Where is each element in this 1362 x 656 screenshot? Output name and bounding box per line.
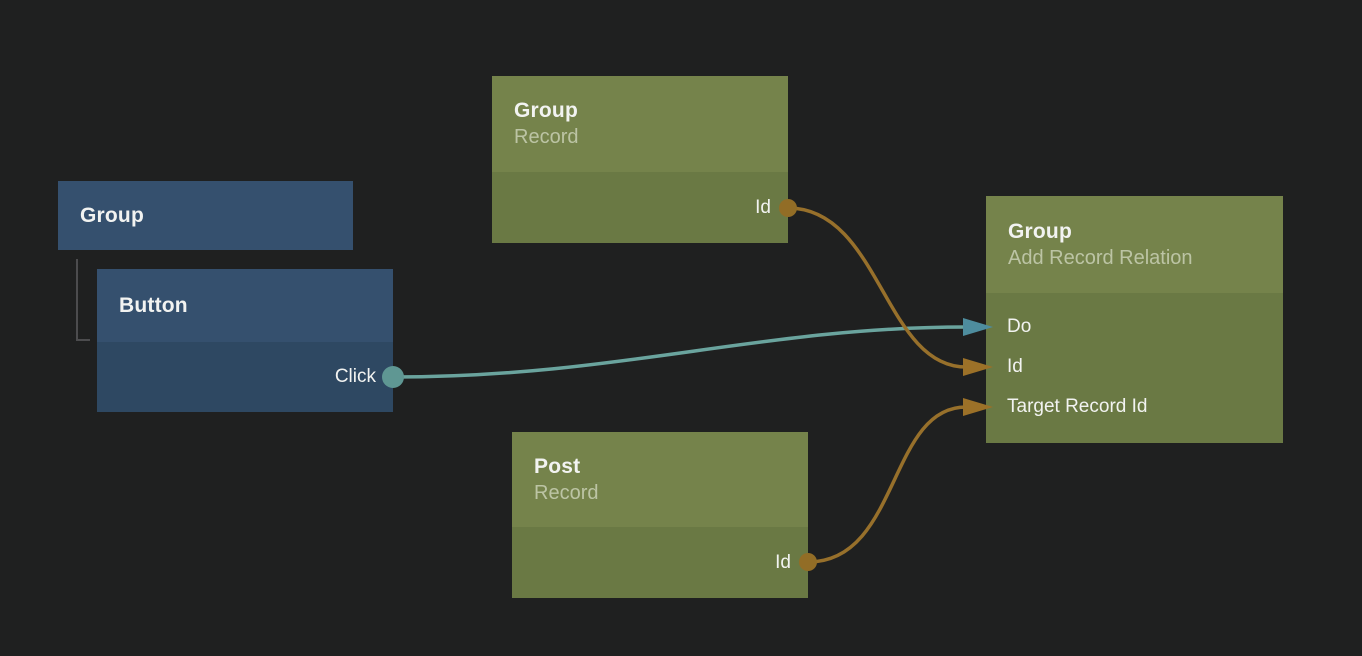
- node-group-visual[interactable]: Group: [58, 181, 353, 250]
- node-title: Group: [80, 204, 144, 227]
- wire-post-record-id-to-target-record-id[interactable]: [807, 405, 967, 564]
- input-port-row-do[interactable]: Do: [986, 307, 1283, 347]
- node-subtitle: Record: [534, 481, 599, 504]
- node-group-record[interactable]: Group Record Id: [492, 76, 788, 243]
- node-header: Group Record: [492, 76, 788, 172]
- node-post-record[interactable]: Post Record Id: [512, 432, 808, 598]
- port-label-id: Id: [1007, 356, 1023, 377]
- node-button[interactable]: Button Click: [97, 269, 393, 412]
- output-port-row-id[interactable]: Id: [492, 188, 788, 228]
- node-header: Button: [97, 269, 393, 342]
- node-header: Group Add Record Relation: [986, 196, 1283, 293]
- wire-group-record-id-to-id[interactable]: [787, 206, 967, 369]
- input-port-row-target-record-id[interactable]: Target Record Id: [986, 387, 1283, 427]
- node-title: Group: [1008, 219, 1072, 243]
- output-port-row-click[interactable]: Click: [97, 357, 393, 397]
- output-port-row-id[interactable]: Id: [512, 543, 808, 583]
- node-title: Post: [534, 454, 581, 478]
- node-header: Post Record: [512, 432, 808, 527]
- port-label-click: Click: [334, 366, 376, 387]
- node-title: Group: [514, 99, 578, 122]
- wire-button-click-to-do[interactable]: [392, 325, 967, 379]
- node-body: Id: [512, 527, 808, 598]
- node-group-add-record-relation[interactable]: Group Add Record Relation Do Id Target R…: [986, 196, 1283, 443]
- node-header: Group: [58, 181, 353, 250]
- node-subtitle: Record: [514, 126, 579, 148]
- node-subtitle: Add Record Relation: [1008, 246, 1193, 269]
- node-body: Id: [492, 172, 788, 243]
- port-label-target-record-id: Target Record Id: [1007, 396, 1148, 417]
- hierarchy-connector-line: [76, 259, 90, 341]
- port-label-do: Do: [1007, 316, 1032, 337]
- node-title: Button: [119, 294, 188, 317]
- node-body: Click: [97, 342, 393, 412]
- port-label-id: Id: [775, 551, 791, 573]
- port-label-id: Id: [755, 196, 771, 218]
- node-body: Do Id Target Record Id: [986, 293, 1283, 443]
- input-port-row-id[interactable]: Id: [986, 347, 1283, 387]
